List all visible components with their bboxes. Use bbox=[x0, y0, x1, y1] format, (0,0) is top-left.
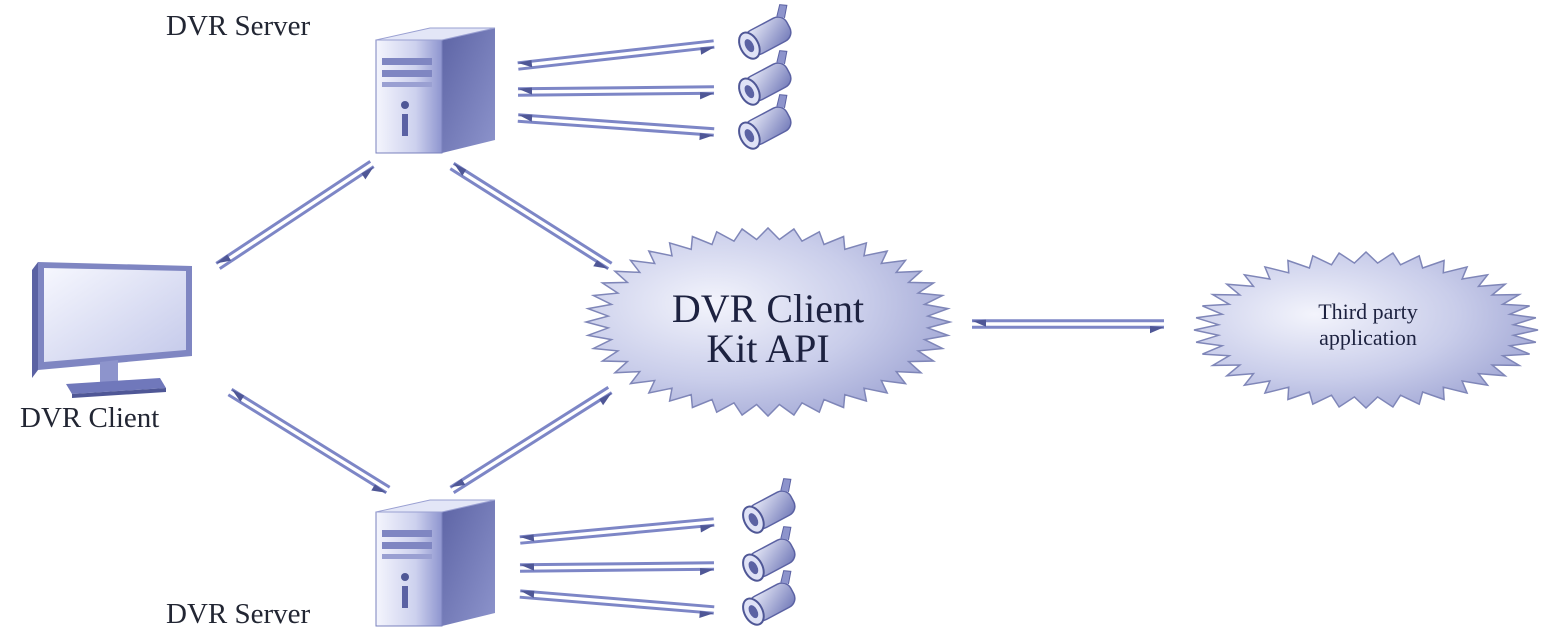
arrow-client-server-bottom bbox=[227, 388, 391, 494]
arrow-server-top-api bbox=[449, 162, 613, 270]
dvr-server-top-label: DVR Server bbox=[166, 10, 311, 42]
client-kit-api-burst: DVR Client Kit API bbox=[583, 226, 953, 418]
arrow-server-bottom-camera-3 bbox=[519, 589, 715, 619]
connection-arrows bbox=[215, 39, 1164, 619]
arrow-server-top-camera-2 bbox=[517, 85, 715, 100]
camera-top-1-icon bbox=[738, 4, 792, 60]
camera-top-2-icon bbox=[738, 50, 792, 106]
arrow-server-top-camera-3 bbox=[517, 113, 715, 141]
burst-kit-line2: Kit API bbox=[706, 326, 829, 371]
dvr-server-bottom-icon bbox=[375, 499, 496, 627]
third-party-burst: Third party application bbox=[1193, 250, 1539, 410]
camera-group bbox=[738, 4, 796, 626]
arrow-server-bottom-camera-1 bbox=[519, 517, 715, 545]
camera-top-3-icon bbox=[738, 94, 792, 150]
dvr-client-monitor-icon bbox=[32, 262, 192, 398]
dvr-client-label: DVR Client bbox=[20, 402, 160, 434]
arrow-server-top-camera-1 bbox=[517, 39, 715, 71]
dvr-server-top-icon bbox=[375, 27, 496, 154]
camera-bottom-1-icon bbox=[742, 478, 796, 534]
arrow-api-third-party bbox=[972, 319, 1164, 334]
third-party-line2: application bbox=[1319, 325, 1417, 350]
arrow-server-bottom-api bbox=[449, 386, 613, 494]
camera-bottom-2-icon bbox=[742, 526, 796, 582]
arrow-server-bottom-camera-2 bbox=[519, 561, 715, 576]
arrow-client-server-top bbox=[215, 160, 375, 270]
camera-bottom-3-icon bbox=[742, 570, 796, 626]
burst-kit-line1: DVR Client bbox=[672, 286, 864, 331]
dvr-server-bottom-label: DVR Server bbox=[166, 598, 311, 630]
third-party-line1: Third party bbox=[1318, 299, 1418, 324]
